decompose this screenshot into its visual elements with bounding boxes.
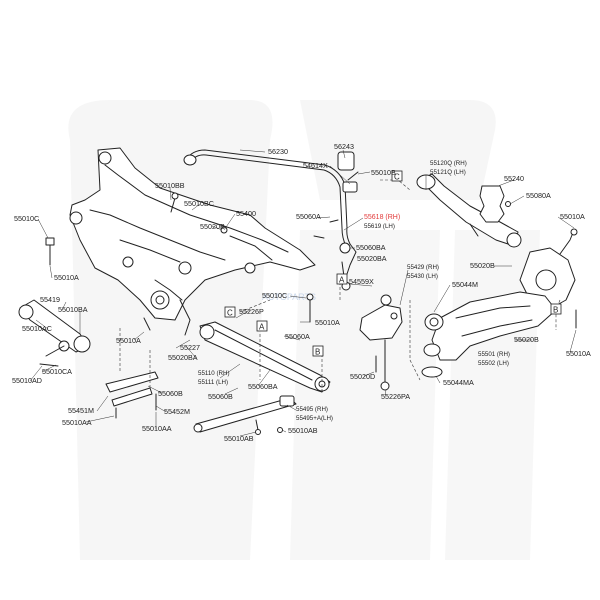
label-55429: 55429 (RH) [407,264,439,271]
label-55060b-low: 55060B [158,389,183,398]
label-55010ab-right: 55010AB [288,426,318,435]
label-55010ad: 55010AD [12,376,42,385]
label-55121q: 55121Q (LH) [430,169,466,176]
label-54614x: 54614X [303,161,328,170]
label-54559x: 54559X [349,277,374,286]
label-55010aa-right: 55010AA [142,424,172,433]
label-55227: 55227 [180,343,200,352]
label-55226pa: 55226PA [381,392,410,401]
label-55010ab-left: 55010AB [224,434,254,443]
svg-text:C: C [227,309,233,318]
label-55044ma: 55044MA [443,378,474,387]
label-55010a-c: 55010A [116,336,141,345]
label-55501: 55501 (RH) [478,351,510,358]
label-55619: 55619 (LH) [364,223,395,230]
label-55452m: 55452M [164,407,190,416]
rear-subframe [69,147,316,336]
label-55080a: 55080A [526,191,551,200]
label-55060b: 55060B [208,392,233,401]
label-55010ca: 55010CA [42,367,72,376]
label-55020b-top: 55020B [200,222,225,231]
label-55020b-right: 55020B [470,261,495,270]
ref-marker-c-left: C [224,306,236,318]
label-55010ac: 55010AC [22,324,52,333]
label-55010a-right: 55010A [560,212,585,221]
label-55010bc: 55010BC [184,199,214,208]
label-55495a: 55495+A(LH) [296,415,333,422]
ref-marker-a-mid: A [336,273,348,285]
svg-text:A: A [339,276,345,285]
label-55502: 55502 (LH) [478,360,509,367]
label-55060a-mid: 55060A [285,332,310,341]
ref-marker-a-left: A [256,320,268,332]
stabilizer-bar [183,149,359,281]
bump-stop [479,185,511,223]
label-55044m: 55044M [452,280,478,289]
toe-link-bracket [359,294,403,391]
label-55060a-top: 55060A [296,212,321,221]
leader-lines [29,149,577,437]
ref-marker-b-right: B [550,303,562,315]
part-number-labels: 56230 56243 54614X 55010B 55060A 55618 (… [12,142,591,443]
label-56230: 56230 [268,147,288,156]
label-55111: 55111 (LH) [198,379,228,386]
svg-text:A: A [259,323,265,332]
lateral-link [193,395,297,433]
label-55226p: 55226P [239,307,264,316]
spring-seats [421,343,443,378]
label-55010c: 55010C [14,214,39,223]
upper-arm [416,173,522,248]
label-55618: 55618 (RH) [364,214,400,221]
label-55419: 55419 [40,295,60,304]
label-55020b-low: 55020B [514,335,539,344]
label-55020ba-mid: 55020BA [357,254,387,263]
left-bushings [18,299,91,357]
ref-marker-c-top: C [391,170,403,182]
label-55020d: 55020D [350,372,375,381]
watermark-text: AUTOPARTS [262,292,316,302]
label-55010a-far: 55010A [566,349,591,358]
label-55430: 55430 (LH) [407,273,438,280]
svg-text:B: B [553,306,558,315]
label-55010aa-left: 55010AA [62,418,92,427]
reference-markers: C C A A B B [224,170,562,357]
label-55010ba: 55010BA [58,305,88,314]
label-55400: 55400 [236,209,256,218]
label-55010c-mid: 55010C [262,291,287,300]
label-55020ba-left: 55020BA [168,353,198,362]
label-55110: 55110 (RH) [198,370,230,377]
trailing-arm [424,291,557,361]
rear-link [105,371,159,407]
svg-text:B: B [315,348,320,357]
lower-link-arm [199,321,331,393]
label-55010b: 55010B [371,168,396,177]
ref-marker-b-mid: B [312,345,324,357]
label-55010a-mid: 55010A [315,318,340,327]
label-55120q: 55120Q (RH) [430,160,467,167]
label-55495: 55495 (RH) [296,406,328,413]
label-55240: 55240 [504,174,524,183]
label-55060ba: 55060BA [356,243,386,252]
label-55451m: 55451M [68,406,94,415]
label-55060ba-low: 55060BA [248,382,278,391]
label-55010a-left: 55010A [54,273,79,282]
svg-text:C: C [394,173,400,182]
label-56243: 56243 [334,142,354,151]
label-55010bb: 55010BB [155,181,185,190]
